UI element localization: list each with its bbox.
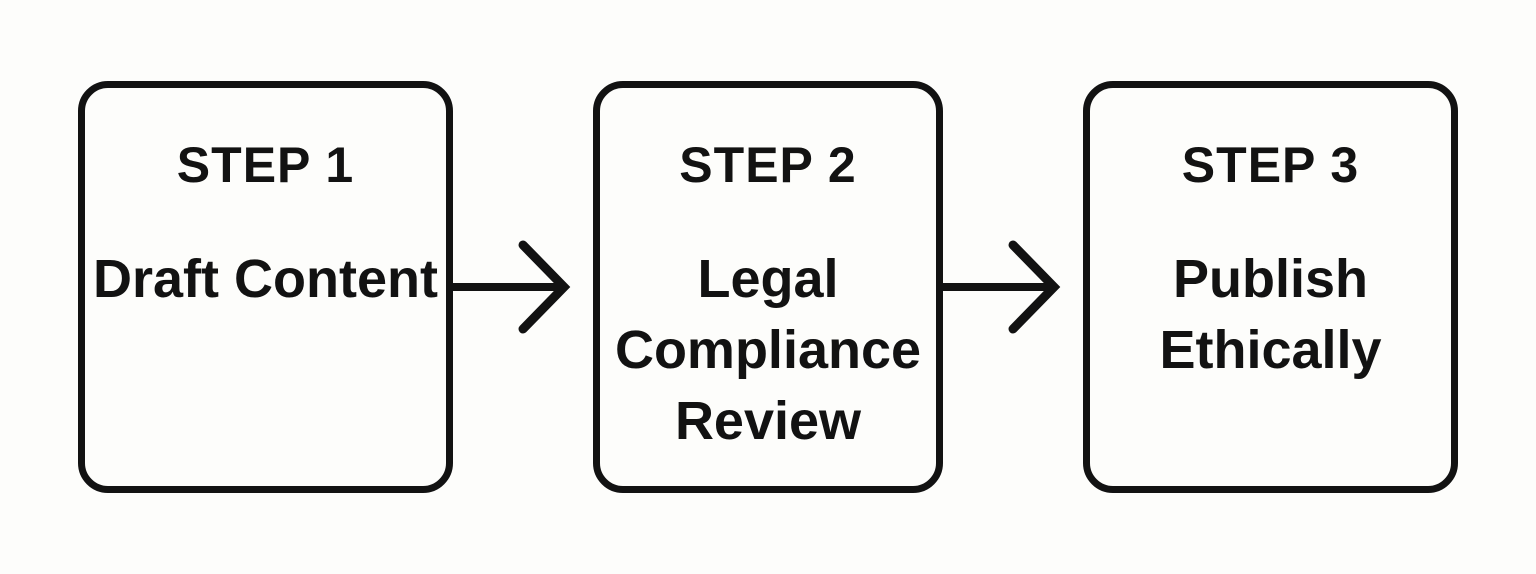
arrow-right-icon xyxy=(943,227,1083,347)
step-box-2: STEP 2 Legal Compliance Review xyxy=(593,81,943,493)
step-2-title: Legal Compliance Review xyxy=(614,249,922,451)
step-3-label: STEP 3 xyxy=(1181,137,1360,193)
step-3-title: Publish Ethically xyxy=(1159,249,1382,380)
step-box-3: STEP 3 Publish Ethically xyxy=(1083,81,1458,493)
step-1-label: STEP 1 xyxy=(176,137,355,193)
step-box-1: STEP 1 Draft Content xyxy=(78,81,453,493)
step-2-label: STEP 2 xyxy=(679,137,857,193)
arrow-right-icon xyxy=(453,227,593,347)
step-1-title: Draft Content xyxy=(93,249,438,309)
